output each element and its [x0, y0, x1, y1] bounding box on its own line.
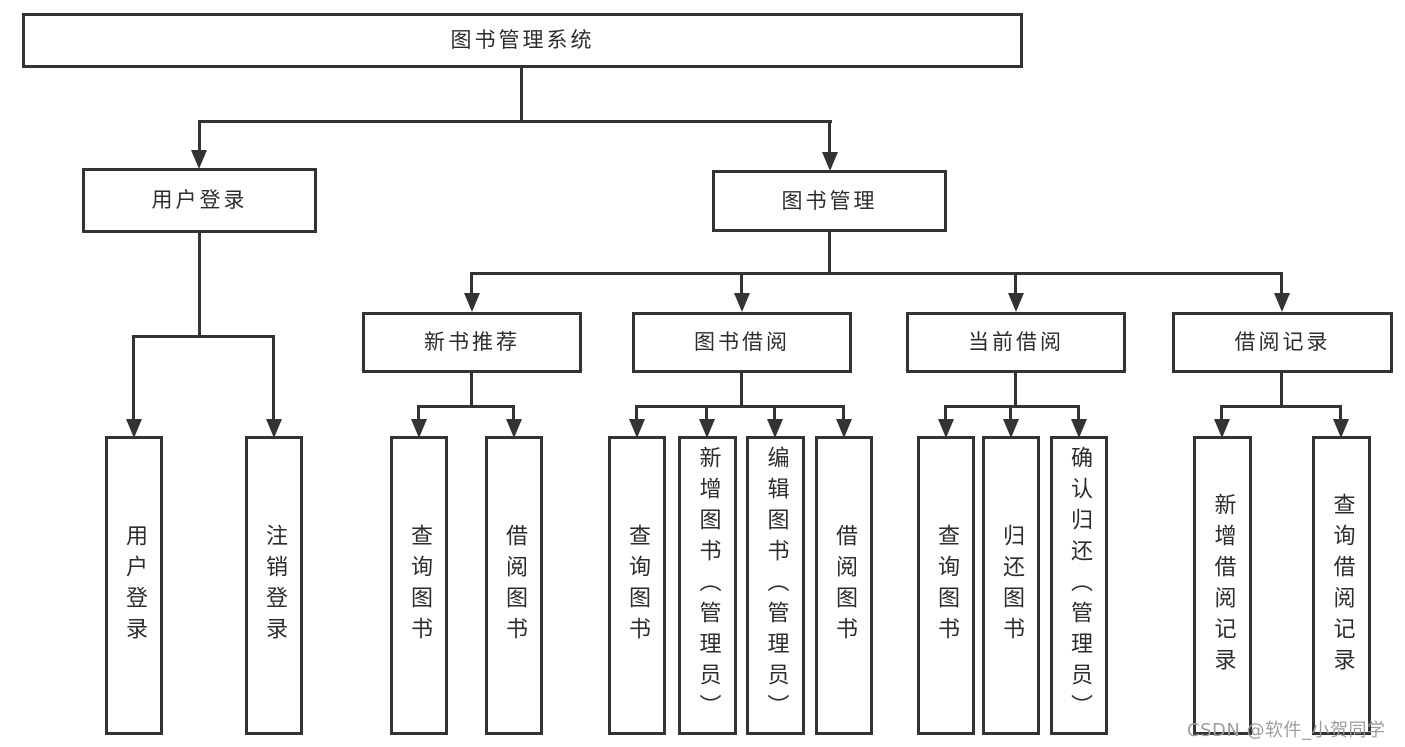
- arrow-down-icon: [191, 150, 207, 169]
- connector-book-management-stem: [828, 232, 831, 275]
- connector-user-login-stem: [198, 233, 201, 338]
- connector-drop-logout-leaf: [272, 335, 275, 421]
- connector-book-borrowing-rail: [635, 405, 845, 408]
- arrow-down-icon: [1274, 293, 1290, 312]
- leaf-user-login: 用户登录: [105, 436, 163, 735]
- arrow-down-icon: [506, 419, 522, 438]
- connector-drop-new-book: [470, 272, 473, 296]
- node-current-borrowing: 当前借阅: [906, 312, 1126, 373]
- node-current-borrowing-label: 当前借阅: [968, 330, 1064, 354]
- node-user-login-label: 用户登录: [151, 188, 248, 212]
- connector-drop-leaf: [1339, 405, 1342, 421]
- leaf-edit-books-admin: 编辑图书（管理员）: [746, 436, 805, 735]
- leaf-borrow-books-label: 借阅图书: [832, 523, 857, 648]
- connector-user-login-rail: [132, 335, 275, 338]
- leaf-add-books-admin: 新增图书（管理员）: [678, 436, 737, 735]
- connector-drop-book-management: [828, 120, 831, 155]
- leaf-query-books-label: 查询图书: [934, 523, 959, 648]
- leaf-query-borrow-record: 查询借阅记录: [1312, 436, 1371, 735]
- csdn-watermark: CSDN @软件_小贺同学: [1187, 720, 1386, 741]
- connector-drop-leaf: [417, 405, 420, 421]
- leaf-edit-books-admin-label: 编辑图书（管理员）: [763, 446, 789, 725]
- connector-current-borrowing-stem: [1014, 373, 1017, 408]
- connector-root-stem: [520, 68, 523, 123]
- node-borrowing-records: 借阅记录: [1172, 312, 1393, 373]
- connector-drop-leaf: [635, 405, 638, 421]
- connector-drop-leaf: [773, 405, 776, 421]
- leaf-confirm-return-admin: 确认归还（管理员）: [1050, 436, 1108, 735]
- leaf-logout: 注销登录: [245, 436, 303, 735]
- connector-drop-borrowing-records: [1280, 272, 1283, 296]
- leaf-query-books-label: 查询图书: [407, 523, 432, 648]
- leaf-return-books: 归还图书: [982, 436, 1040, 735]
- arrow-down-icon: [734, 293, 750, 312]
- connector-new-book-rail: [417, 405, 515, 408]
- connector-borrowing-records-stem: [1280, 373, 1283, 408]
- node-new-book-recommend: 新书推荐: [362, 312, 582, 373]
- node-new-book-recommend-label: 新书推荐: [424, 330, 520, 354]
- arrow-down-icon: [629, 419, 645, 438]
- leaf-add-books-admin-label: 新增图书（管理员）: [695, 446, 721, 725]
- arrow-down-icon: [1333, 419, 1349, 438]
- connector-drop-login-leaf: [132, 335, 135, 421]
- leaf-user-login-label: 用户登录: [122, 523, 147, 648]
- connector-drop-leaf: [944, 405, 947, 421]
- connector-book-borrowing-stem: [740, 373, 743, 408]
- leaf-add-borrow-record-label: 新增借阅记录: [1210, 492, 1236, 679]
- connector-drop-leaf: [512, 405, 515, 421]
- node-user-login: 用户登录: [82, 168, 317, 233]
- connector-drop-current-borrowing: [1014, 272, 1017, 296]
- connector-new-book-stem: [470, 373, 473, 408]
- arrow-down-icon: [1214, 419, 1230, 438]
- leaf-borrow-books-recommend: 借阅图书: [485, 436, 543, 735]
- arrow-down-icon: [464, 293, 480, 312]
- arrow-down-icon: [822, 152, 838, 171]
- node-root-label: 图书管理系统: [450, 28, 595, 52]
- arrow-down-icon: [1071, 419, 1087, 438]
- arrow-down-icon: [836, 419, 852, 438]
- connector-drop-leaf: [1009, 405, 1012, 421]
- leaf-borrow-books-borrowing: 借阅图书: [815, 436, 873, 735]
- connector-drop-user-login: [198, 120, 201, 153]
- connector-drop-leaf: [705, 405, 708, 421]
- leaf-borrow-books-label: 借阅图书: [502, 523, 527, 648]
- connector-drop-leaf: [842, 405, 845, 421]
- node-root: 图书管理系统: [22, 13, 1023, 68]
- node-borrowing-records-label: 借阅记录: [1234, 330, 1331, 354]
- arrow-down-icon: [411, 419, 427, 438]
- connector-root-rail: [198, 120, 832, 123]
- leaf-add-borrow-record: 新增借阅记录: [1193, 436, 1252, 735]
- node-book-borrowing-label: 图书借阅: [694, 330, 790, 354]
- arrow-down-icon: [266, 419, 282, 438]
- arrow-down-icon: [767, 419, 783, 438]
- node-book-borrowing: 图书借阅: [632, 312, 852, 373]
- leaf-confirm-return-admin-label: 确认归还（管理员）: [1067, 446, 1092, 725]
- leaf-query-books-borrowing: 查询图书: [608, 436, 666, 735]
- connector-drop-book-borrowing: [740, 272, 743, 296]
- leaf-query-books-current: 查询图书: [917, 436, 975, 735]
- arrow-down-icon: [1008, 293, 1024, 312]
- connector-book-management-rail: [470, 272, 1283, 275]
- node-book-management-label: 图书管理: [781, 188, 878, 213]
- connector-drop-leaf: [1077, 405, 1080, 421]
- leaf-logout-label: 注销登录: [262, 523, 287, 648]
- leaf-query-borrow-record-label: 查询借阅记录: [1329, 492, 1355, 679]
- arrow-down-icon: [699, 419, 715, 438]
- leaf-query-books-recommend: 查询图书: [390, 436, 448, 735]
- leaf-return-books-label: 归还图书: [999, 523, 1024, 648]
- arrow-down-icon: [938, 419, 954, 438]
- connector-current-borrowing-rail: [944, 405, 1080, 408]
- connector-drop-leaf: [1220, 405, 1223, 421]
- node-book-management: 图书管理: [712, 170, 947, 232]
- connector-borrowing-records-rail: [1220, 405, 1342, 408]
- arrow-down-icon: [1003, 419, 1019, 438]
- leaf-query-books-label: 查询图书: [625, 523, 650, 648]
- arrow-down-icon: [126, 419, 142, 438]
